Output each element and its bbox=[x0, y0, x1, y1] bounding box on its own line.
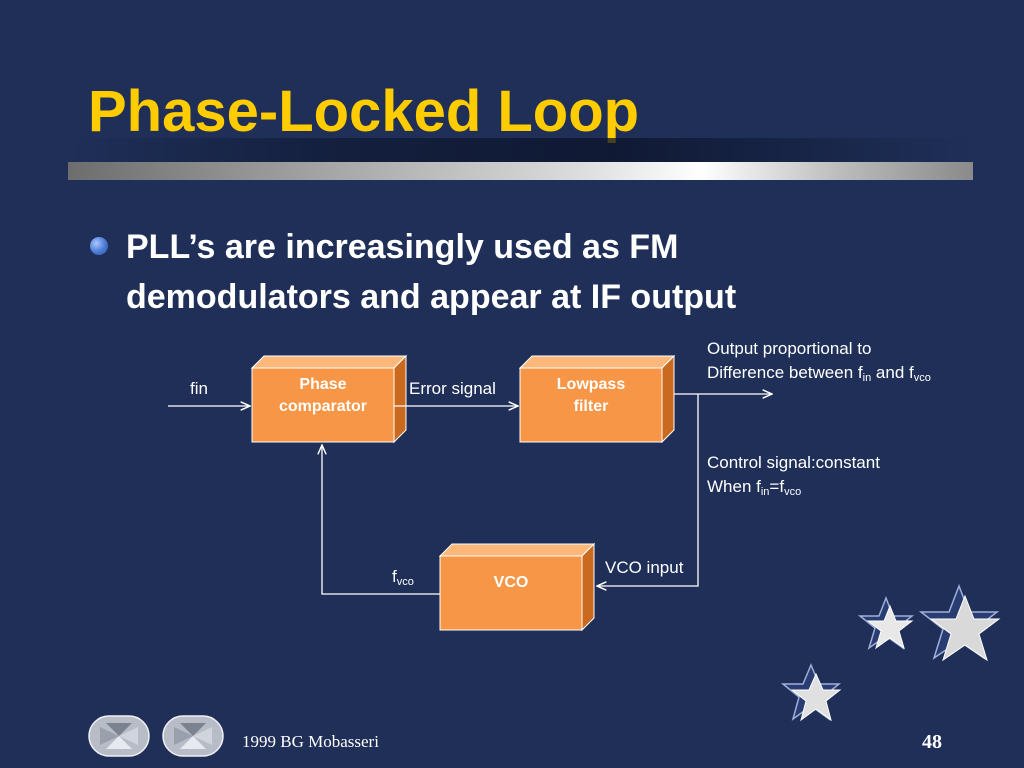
page-number: 48 bbox=[922, 731, 942, 753]
star-icon bbox=[918, 583, 1001, 662]
bullet-dot-icon bbox=[90, 237, 108, 255]
control-label-line2: When fin=fvco bbox=[707, 477, 802, 498]
slide-title: Phase-Locked Loop bbox=[88, 79, 640, 144]
output-label-line1: Output proportional to bbox=[707, 339, 872, 358]
next-slide-button[interactable] bbox=[162, 715, 224, 757]
fvco-feedback-arrow bbox=[322, 445, 440, 595]
star-icon bbox=[780, 663, 842, 722]
previous-slide-button[interactable] bbox=[88, 715, 150, 757]
fin-label: fin bbox=[190, 379, 208, 398]
phase-comparator-block bbox=[250, 354, 408, 444]
lowpass-filter-label: Lowpass filter bbox=[556, 376, 626, 415]
bullet-text: PLL’s are increasingly used as FM demodu… bbox=[126, 228, 737, 316]
fvco-label: fvco bbox=[392, 567, 414, 588]
vco-input-arrow bbox=[597, 394, 699, 586]
footer-author: 1999 BG Mobasseri bbox=[242, 732, 379, 751]
star-icon bbox=[857, 595, 915, 650]
output-label-line2: Difference between fin and fvco bbox=[707, 363, 931, 384]
next-slide-icon bbox=[174, 723, 212, 749]
control-label-line1: Control signal:constant bbox=[707, 453, 880, 472]
vco-label: VCO bbox=[493, 574, 529, 591]
phase-comparator-label: Phase comparator bbox=[278, 376, 368, 415]
title-rule bbox=[68, 162, 973, 180]
previous-slide-icon bbox=[100, 723, 138, 749]
title-rule-shadow bbox=[68, 138, 973, 162]
vco-block bbox=[438, 542, 596, 632]
error-signal-label: Error signal bbox=[409, 379, 496, 398]
lowpass-filter-block bbox=[518, 354, 676, 444]
vco-input-label: VCO input bbox=[605, 558, 684, 577]
